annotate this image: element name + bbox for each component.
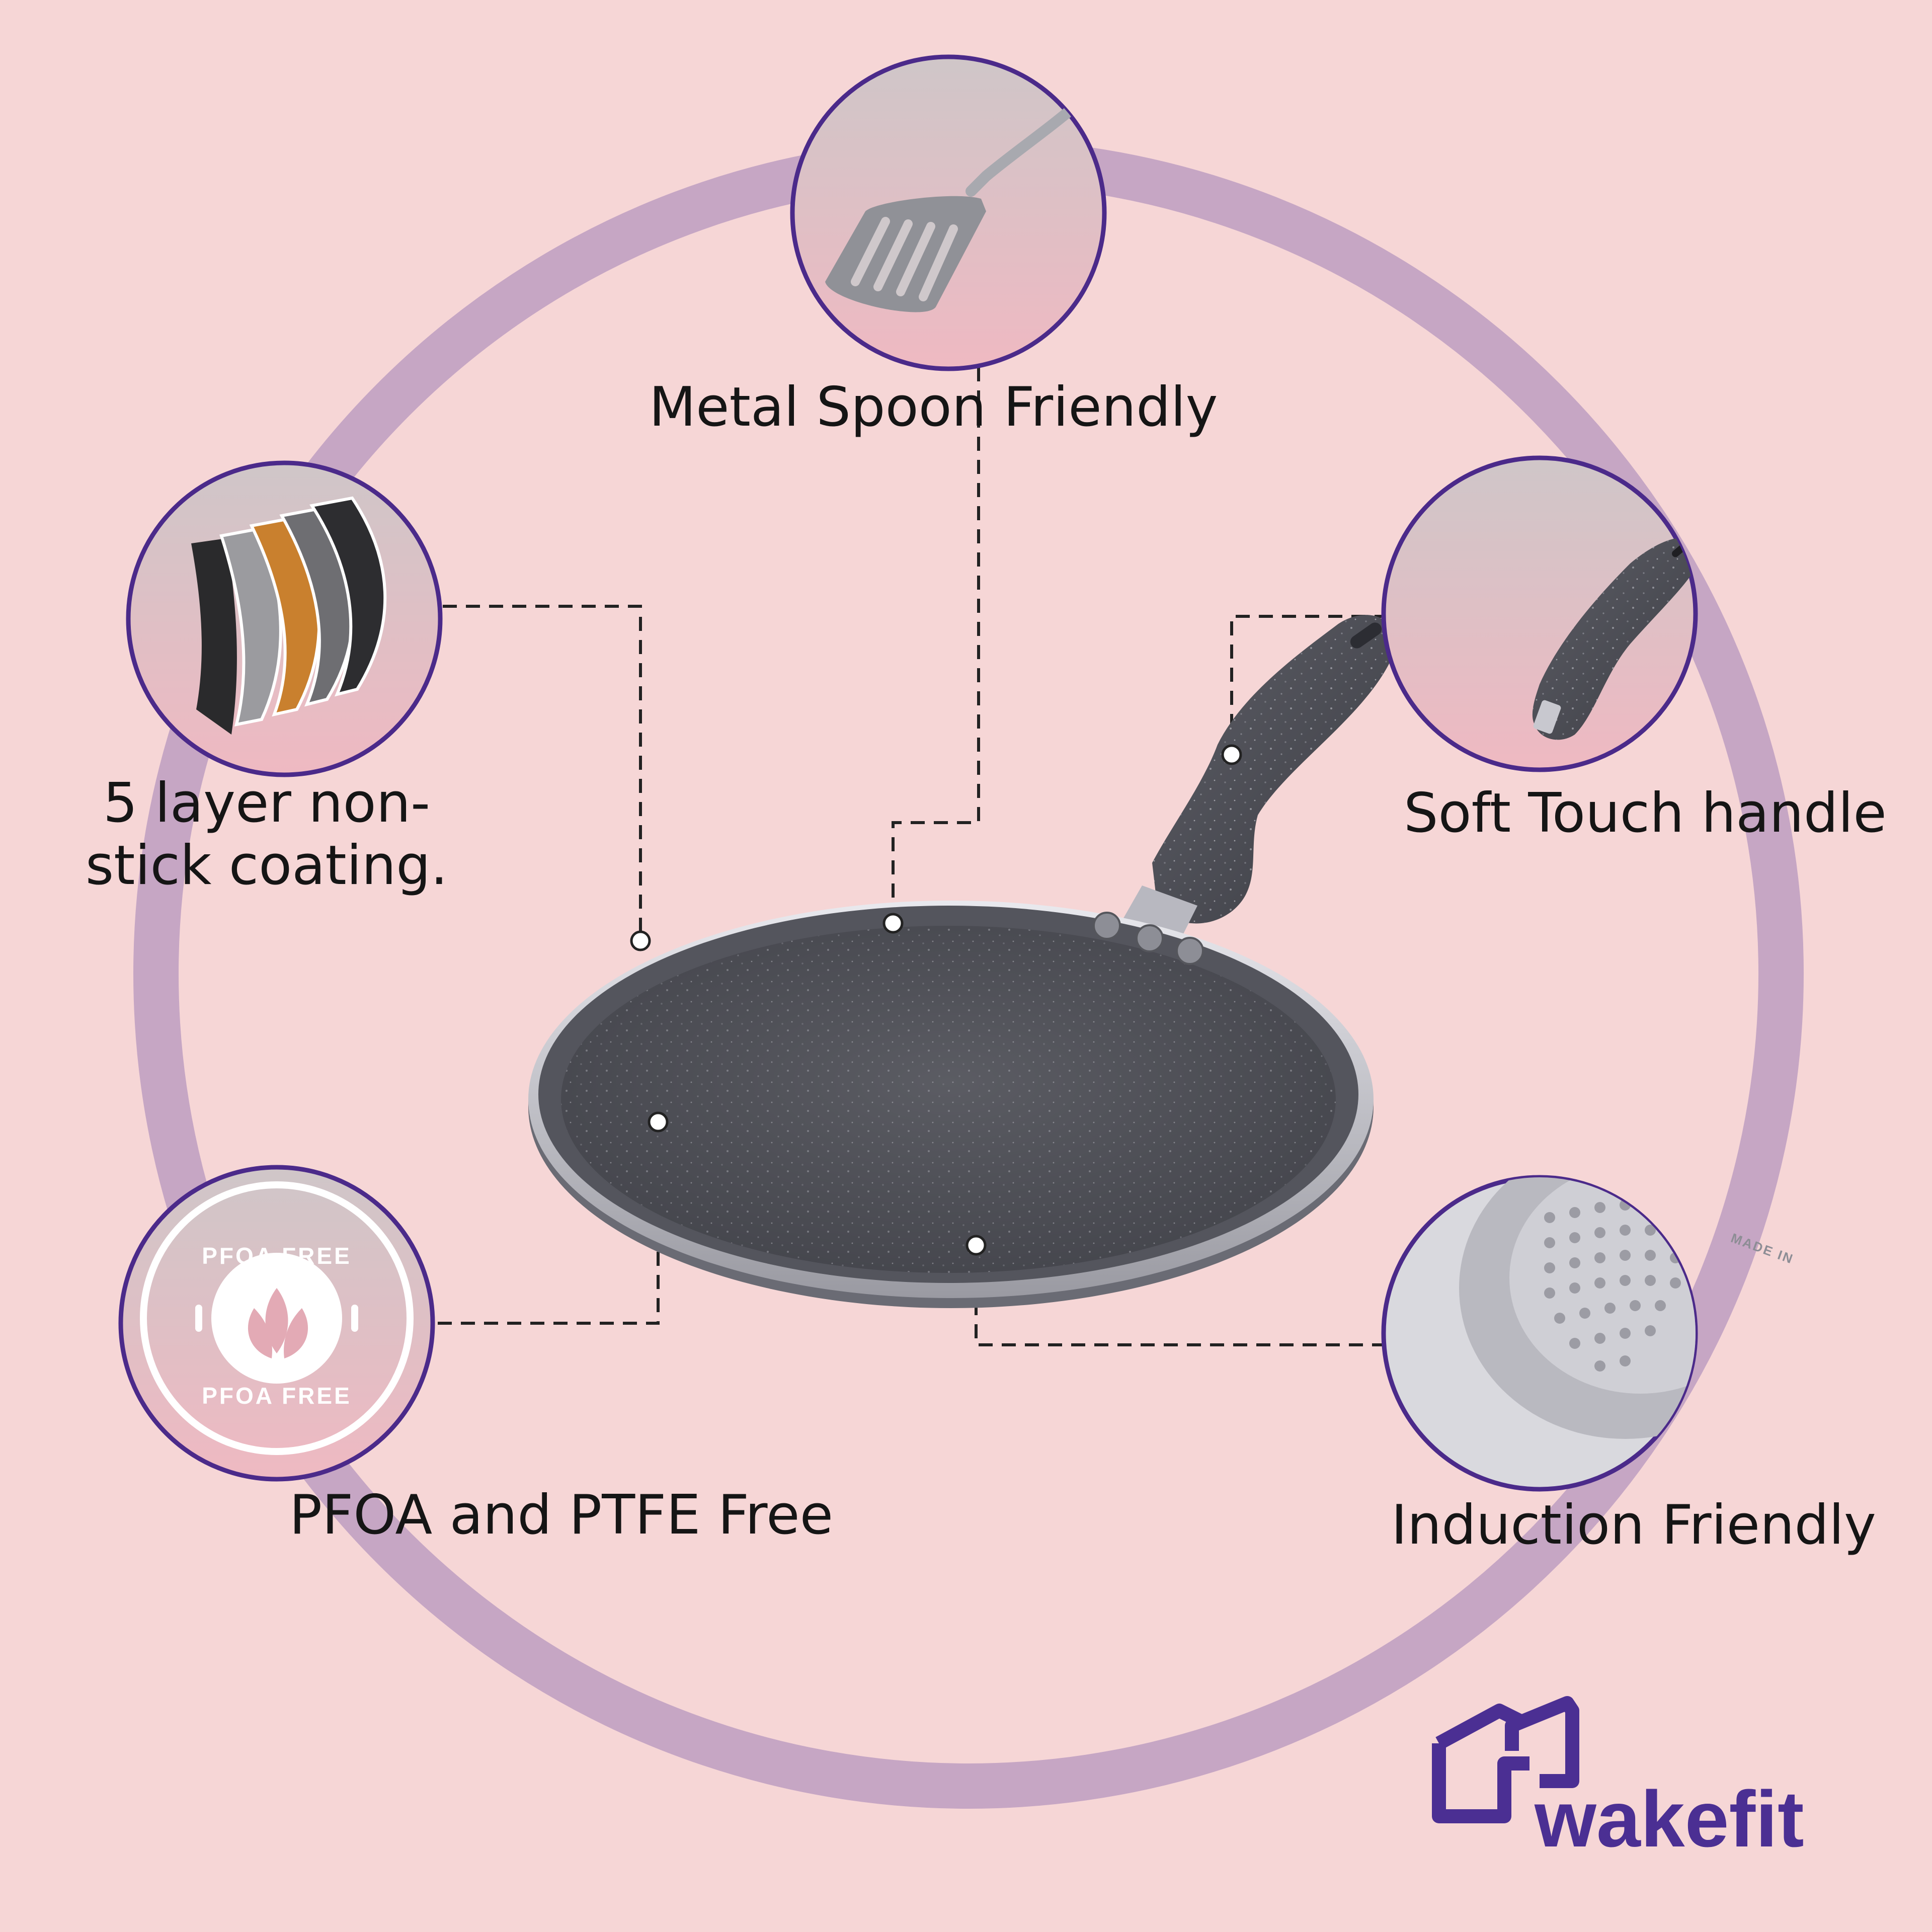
anchor-dot-induction bbox=[965, 1235, 987, 1256]
pfoa-top-text: PFOA FREE bbox=[202, 1243, 352, 1269]
layers-icon bbox=[191, 496, 387, 735]
anchor-dot-metal-spoon bbox=[882, 913, 904, 934]
anchor-dot-pfoa-free bbox=[648, 1111, 669, 1133]
brand-name: wakefit bbox=[1534, 1775, 1804, 1864]
tawa-pan bbox=[528, 615, 1396, 1308]
label-non-stick: 5 layer non-stick coating. bbox=[55, 772, 478, 897]
house-logo-icon bbox=[1432, 1696, 1579, 1823]
leader-line-metal-spoon bbox=[892, 367, 980, 923]
leader-line-non-stick bbox=[443, 605, 642, 941]
leaf-badge-icon bbox=[140, 1181, 414, 1455]
label-metal-spoon: Metal Spoon Friendly bbox=[649, 376, 1218, 439]
anchor-dots bbox=[630, 744, 1242, 1256]
label-non-stick-text: 5 layer non-stick coating. bbox=[85, 772, 448, 898]
rivets bbox=[1093, 912, 1204, 965]
badge-soft-handle bbox=[1381, 455, 1698, 772]
label-soft-handle: Soft Touch handle bbox=[1404, 782, 1887, 845]
spatula-icon bbox=[825, 95, 1087, 312]
badge-pfoa-free: PFOA FREE PFOA FREE bbox=[118, 1165, 435, 1482]
badge-metal-spoon bbox=[790, 54, 1107, 371]
badge-non-stick bbox=[126, 460, 443, 777]
label-induction: Induction Friendly bbox=[1391, 1494, 1876, 1557]
label-pfoa-free: PFOA and PTFE Free bbox=[289, 1484, 834, 1547]
anchor-dot-soft-handle bbox=[1221, 744, 1242, 765]
brand-logo: wakefit bbox=[1432, 1696, 1804, 1864]
anchor-dot-non-stick bbox=[630, 930, 651, 951]
badge-induction: MADE IN bbox=[1381, 1175, 1796, 1492]
handle-icon bbox=[1532, 537, 1696, 740]
pfoa-bottom-text: PFOA FREE bbox=[202, 1383, 352, 1409]
